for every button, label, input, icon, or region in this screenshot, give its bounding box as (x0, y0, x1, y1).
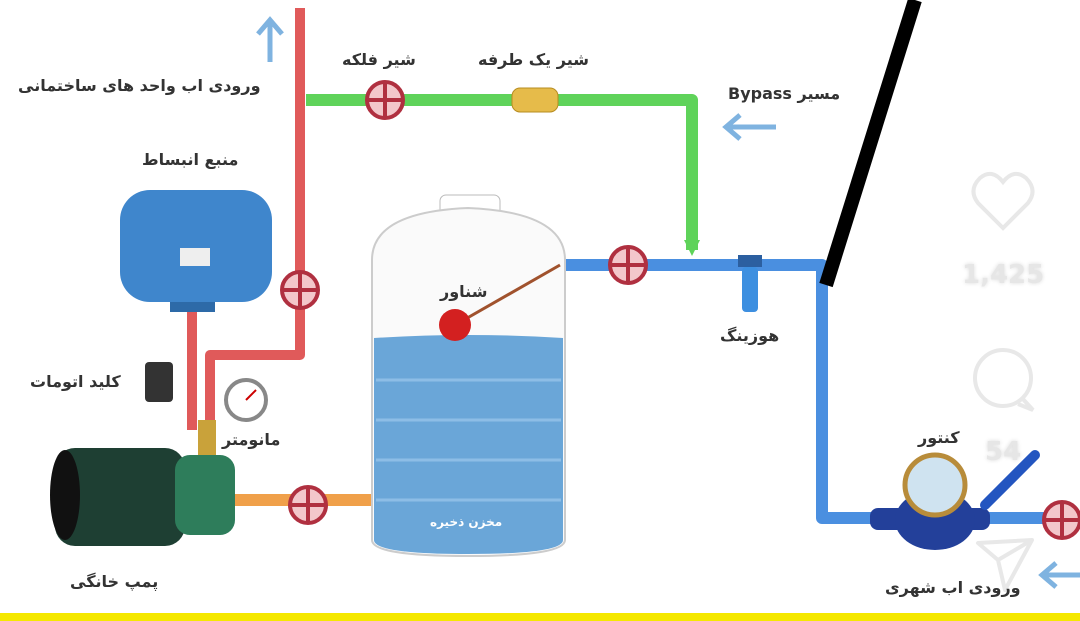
label-building-inlet: ورودی اب واحد های ساختمانی (18, 76, 261, 95)
pump (50, 420, 235, 546)
pressure-switch (145, 362, 173, 402)
storage-tank (371, 194, 566, 558)
bottom-progress-bar (0, 613, 1080, 621)
expansion-tank (120, 190, 272, 312)
label-manometer: مانومتر (222, 430, 281, 449)
label-check-valve: شیر یک طرفه (478, 50, 589, 69)
check-valve (511, 87, 559, 113)
manometer-gauge (224, 378, 268, 422)
heart-icon[interactable] (971, 171, 1035, 231)
gate-valve-icon (280, 80, 1080, 540)
label-pressure-switch: کلید اتومات (30, 372, 121, 391)
green-pipe (306, 94, 698, 250)
label-storage-tank: مخزن ذخیره (430, 515, 503, 529)
label-housing: هوزینگ (720, 326, 780, 345)
send-icon[interactable] (976, 538, 1034, 592)
float-ball (439, 309, 471, 341)
like-count[interactable]: 1,425 (962, 260, 1045, 290)
water-meter (870, 450, 1040, 550)
arrow-left-icon (1038, 561, 1080, 589)
blue-pipe (560, 259, 1080, 524)
comment-count[interactable]: 54 (985, 437, 1022, 467)
label-bypass: مسیر Bypass (728, 84, 841, 103)
label-city-inlet: ورودی اب شهری (885, 578, 1021, 597)
bypass-arrowhead (684, 240, 700, 256)
label-meter: کنتور (918, 428, 960, 447)
arrow-left-icon (722, 113, 776, 141)
label-expansion-tank: منبع انبساط (142, 150, 239, 169)
label-gate-valve: شیر فلکه (342, 50, 416, 69)
red-pipe (187, 8, 305, 430)
label-pump: پمپ خانگی (70, 572, 159, 591)
comment-icon[interactable] (973, 348, 1035, 412)
label-float: شناور (440, 282, 488, 301)
black-diagonal-line (819, 0, 922, 288)
filter-housing (738, 255, 762, 312)
arrow-up-icon (256, 16, 284, 62)
